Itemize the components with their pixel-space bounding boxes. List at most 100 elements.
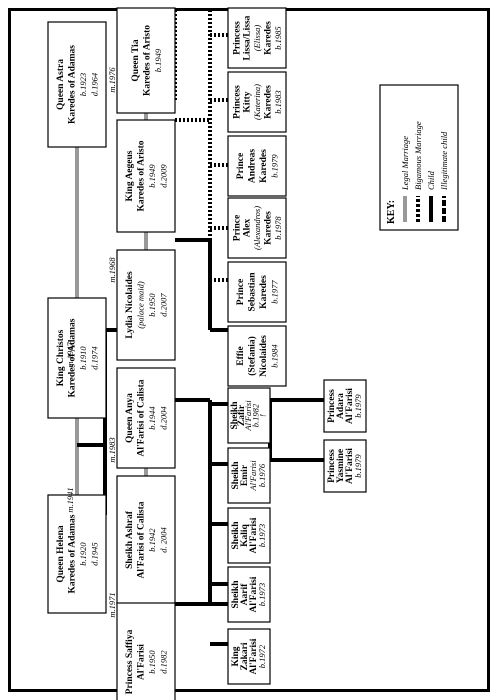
person-text: Lissa/Lissa	[243, 15, 253, 60]
person-text: King	[231, 646, 241, 666]
person-text: Queen Astra	[56, 59, 66, 110]
person-text: Queen Helena	[56, 525, 66, 583]
person-text: d.1945	[90, 542, 100, 565]
person-box-frame	[116, 7, 176, 114]
person-box-frame	[227, 566, 271, 623]
person-text: b.1950	[147, 293, 157, 317]
person-text: Karedes	[264, 21, 274, 55]
person-text: b.1949	[153, 48, 163, 72]
person-text: Kaliq	[240, 523, 250, 546]
connector-lines	[75, 10, 324, 646]
person-text: b.1983	[273, 90, 283, 113]
person-text: Adara	[336, 393, 346, 419]
person-text: Princess Saffiya	[125, 629, 135, 694]
person-text: Princess	[232, 85, 242, 119]
person-text: b.1979	[270, 154, 280, 178]
person-text: Al'Farisi of Calista	[137, 501, 147, 578]
person-box-frame	[116, 602, 176, 700]
person-text: d.2009	[159, 164, 169, 188]
person-box-frame	[227, 71, 287, 133]
person-text: Al'Farisi	[249, 517, 259, 553]
person-box-frame	[116, 249, 176, 361]
person-text: Sebastian	[248, 272, 258, 312]
person-text: Al'Farisi	[249, 576, 259, 612]
marriage-label-m1947: m.1947	[65, 342, 75, 368]
person-text: Zakari	[240, 642, 250, 670]
person-text: Lydia Nicolaides	[125, 271, 135, 339]
person-text: Yasmine	[336, 449, 346, 483]
key-title: KEY:	[386, 200, 397, 224]
person-text: Karedes	[264, 85, 274, 119]
person-text: b.1973	[257, 524, 267, 547]
person-text: Prince	[232, 215, 242, 241]
person-text: Al'Farisi	[243, 400, 253, 432]
key-label-1: Bigamous Marriage	[413, 121, 423, 190]
person-text: b.1949	[147, 164, 157, 188]
person-box-frame	[323, 439, 367, 493]
person-text: Karedes of Adamas	[68, 45, 78, 124]
person-text: b.1973	[257, 583, 267, 606]
person-text: Sheikh	[231, 461, 241, 490]
person-text: Al'Farisi of Calista	[137, 379, 147, 456]
person-text: b.1910	[78, 346, 88, 370]
person-text: Princess	[232, 21, 242, 55]
person-box-frame	[227, 507, 271, 564]
person-text: Queen Anya	[125, 393, 135, 443]
person-box-frame	[227, 135, 287, 197]
person-text: b.1950	[147, 650, 157, 674]
person-text: Emir	[240, 464, 250, 486]
person-text: b.1923	[78, 73, 88, 96]
person-text: King Christos	[56, 329, 66, 386]
person-text: d.1982	[159, 650, 169, 674]
person-text: b.1976	[257, 463, 267, 487]
person-text: Karedes of Adamas	[68, 318, 78, 397]
person-text: Nicolaides	[259, 335, 269, 377]
person-text: (palace maid)	[136, 281, 146, 329]
marriage-label-m1971: m.1971	[107, 592, 117, 617]
person-text: Effie	[236, 346, 246, 366]
person-text: Princess	[327, 389, 337, 423]
person-text: b.1985	[273, 26, 283, 49]
person-text: b.1920	[78, 542, 88, 566]
person-box-frame	[323, 379, 367, 433]
person-text: Prince	[236, 279, 246, 305]
person-box-frame	[227, 628, 271, 685]
person-box-frame	[227, 325, 287, 387]
person-box-frame	[227, 261, 287, 323]
person-text: (Stefania)	[247, 336, 258, 376]
person-text: Al'Farisi	[248, 460, 258, 492]
person-text: Queen Tia	[131, 39, 141, 81]
person-text: b.1979	[353, 454, 363, 478]
person-text: b.1978	[273, 216, 283, 240]
person-box-frame	[227, 447, 271, 504]
marriage-label-m1941: m.1941	[65, 487, 75, 512]
person-text: Karedes of Aristo	[142, 25, 152, 96]
person-text: b.1977	[270, 280, 280, 304]
person-text: d.2004	[159, 406, 169, 430]
person-text: Andreas	[248, 149, 258, 183]
person-box-frame	[227, 387, 271, 444]
person-text: Sheikh	[231, 521, 241, 550]
person-text: Al'Farisi	[345, 388, 355, 424]
person-text: b.1982	[250, 403, 260, 427]
person-text: Sheikh	[231, 580, 241, 609]
person-text: Al'Farisi	[249, 638, 259, 674]
